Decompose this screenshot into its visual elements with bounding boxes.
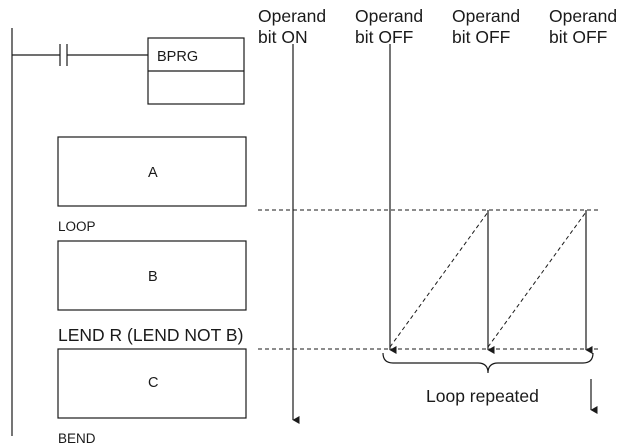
block-c-label: C: [148, 375, 158, 391]
block-a-label: A: [148, 165, 158, 181]
bend-marker: BEND: [58, 431, 96, 446]
lend-marker: LEND R (LEND NOT B): [58, 325, 243, 345]
column-header-2: Operand bit OFF: [355, 6, 423, 47]
loop-return-jump-2: [487, 211, 587, 348]
program-block-c: C: [57, 348, 247, 419]
column-header-2-line1: Operand: [355, 6, 423, 26]
block-b-label: B: [148, 269, 158, 285]
column-header-4-line2: bit OFF: [549, 27, 607, 47]
program-block-b: B: [57, 240, 247, 311]
loop-repeated-label: Loop repeated: [426, 386, 539, 406]
column-header-4-line1: Operand: [549, 6, 617, 26]
column-header-1-line2: bit ON: [258, 27, 308, 47]
column-header-2-line2: bit OFF: [355, 27, 413, 47]
loop-marker: LOOP: [58, 219, 96, 234]
column-header-3-line1: Operand: [452, 6, 520, 26]
loop-brace: [382, 352, 594, 374]
column-header-3: Operand bit OFF: [452, 6, 520, 47]
column-header-3-line2: bit OFF: [452, 27, 510, 47]
column-header-1-line1: Operand: [258, 6, 326, 26]
column-header-4: Operand bit OFF: [549, 6, 617, 47]
bprg-label: BPRG: [157, 49, 198, 65]
bprg-instruction-box: BPRG: [147, 37, 245, 105]
rung-contact: [12, 44, 148, 66]
column-header-1: Operand bit ON: [258, 6, 326, 47]
loop-return-jump-1: [389, 211, 489, 348]
program-block-a: A: [57, 136, 247, 207]
